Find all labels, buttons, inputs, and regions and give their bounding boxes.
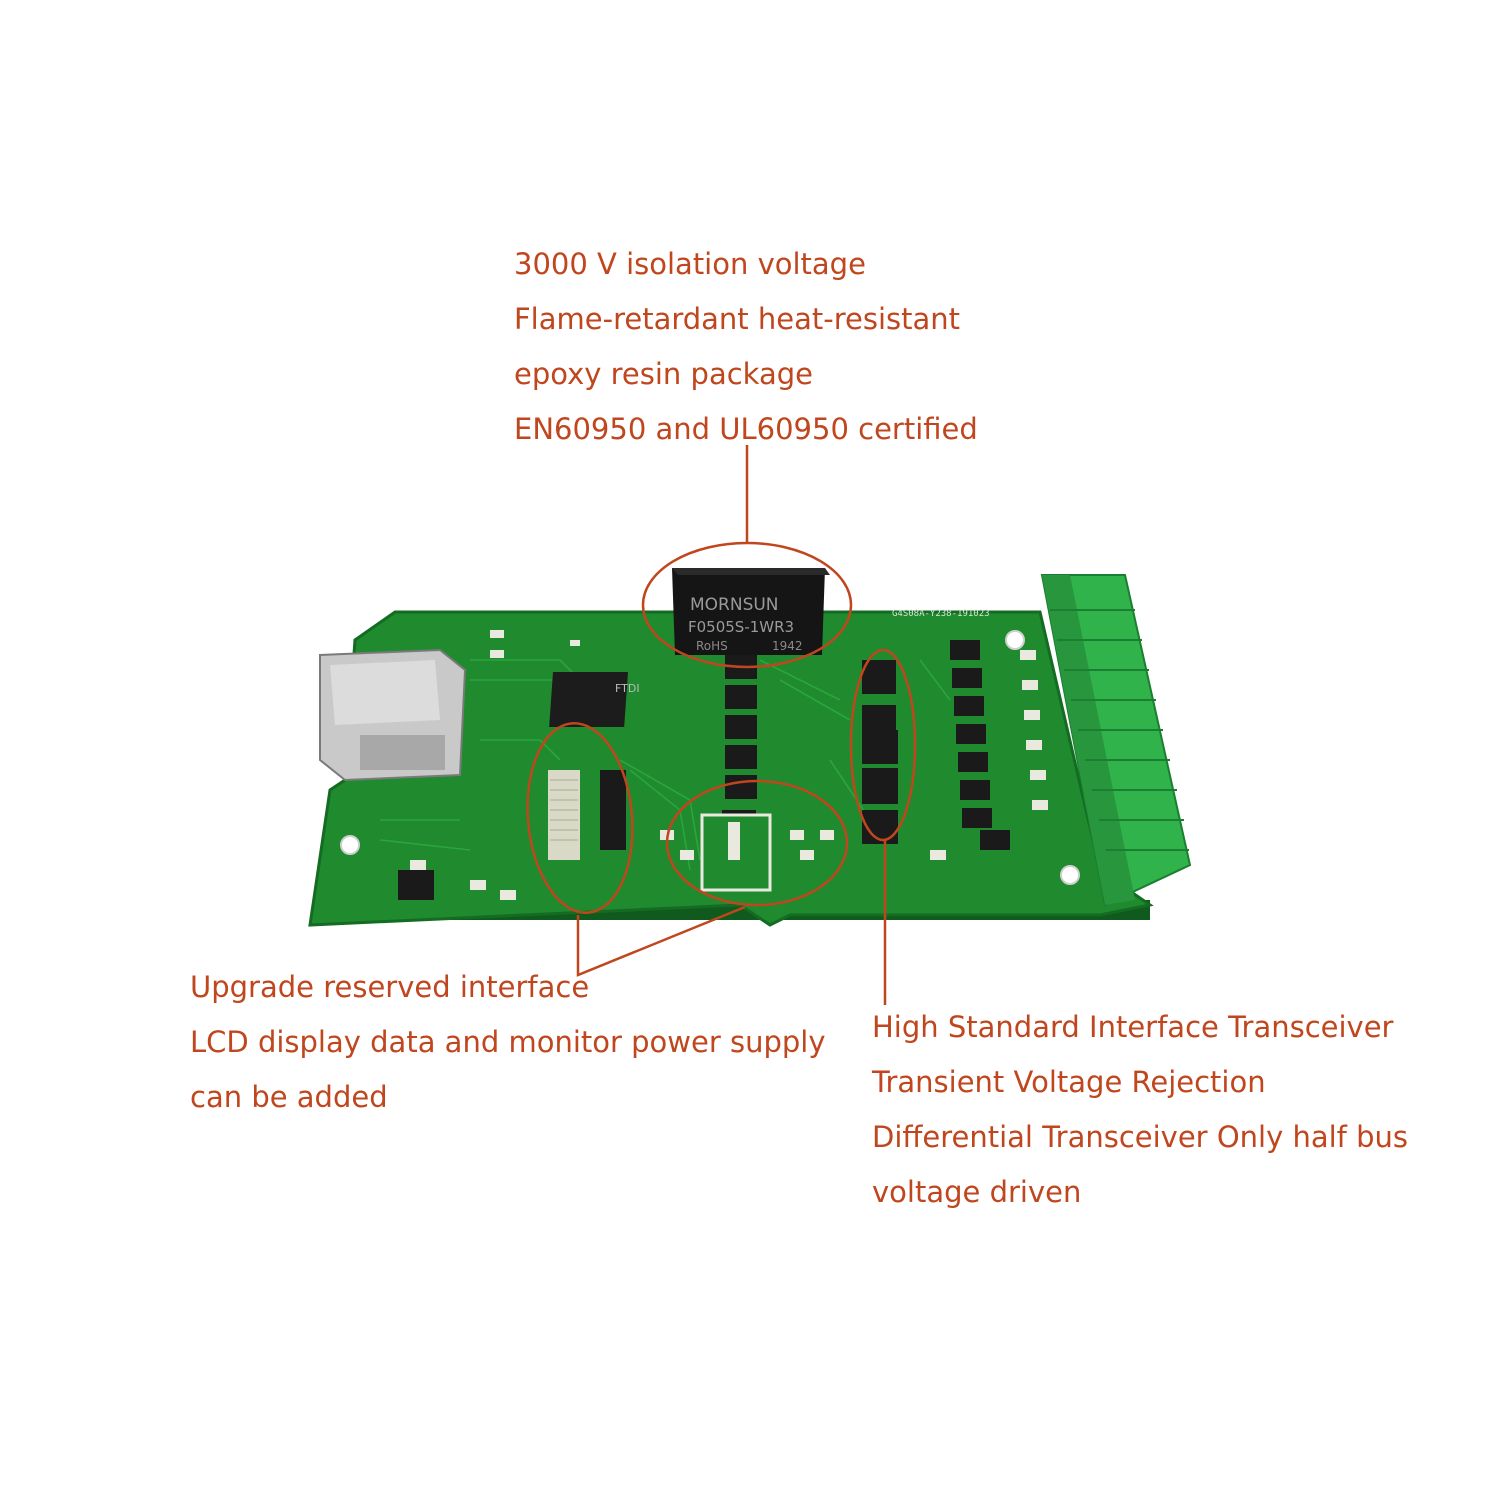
callout-line: epoxy resin package	[514, 357, 813, 391]
ftdi-chip: FTDI	[549, 672, 640, 727]
terminal-block	[1040, 574, 1192, 907]
callout-top-text: 3000 V isolation voltage Flame-retardant…	[514, 237, 978, 457]
callout-annotations	[526, 445, 917, 1005]
usb-b-port	[319, 648, 467, 782]
module-rohs: RoHS	[696, 639, 728, 653]
isolation-dcdc-module: MORNSUN F0505S-1WR3 RoHS 1942	[672, 568, 830, 655]
transceiver-ics	[862, 660, 898, 844]
callout-line: Transient Voltage Rejection	[872, 1065, 1266, 1099]
callout-line: can be added	[190, 1080, 388, 1114]
callout-line: 3000 V isolation voltage	[514, 247, 866, 281]
module-brand: MORNSUN	[690, 595, 779, 615]
dip-switch	[700, 813, 772, 892]
module-date: 1942	[772, 639, 803, 653]
ellipse-transceivers	[849, 648, 917, 842]
callout-line: High Standard Interface Transceiver	[872, 1010, 1394, 1044]
ellipse-dip-area	[665, 779, 849, 907]
callout-right-text: High Standard Interface Transceiver Tran…	[872, 1000, 1408, 1220]
inductor	[398, 870, 434, 900]
mounting-holes	[340, 630, 1080, 885]
callout-line: Flame-retardant heat-resistant	[514, 302, 961, 336]
callout-left-text: Upgrade reserved interface LCD display d…	[190, 960, 826, 1125]
callout-line: voltage driven	[872, 1175, 1082, 1209]
callout-line: LCD display data and monitor power suppl…	[190, 1025, 826, 1059]
fpc-connector	[548, 770, 626, 860]
module-model: F0505S-1WR3	[688, 618, 794, 636]
tvs-diodes	[950, 640, 1010, 850]
leader-left	[576, 905, 746, 977]
ftdi-label: FTDI	[615, 682, 640, 695]
smd-components	[410, 630, 1048, 900]
pcb-label: G4S08A-Y238-191023	[892, 609, 990, 619]
callout-line: Differential Transceiver Only half bus	[872, 1120, 1408, 1154]
ellipse-fpc-interface	[526, 722, 634, 914]
callout-line: EN60950 and UL60950 certified	[514, 412, 978, 446]
callout-line: Upgrade reserved interface	[190, 970, 590, 1004]
